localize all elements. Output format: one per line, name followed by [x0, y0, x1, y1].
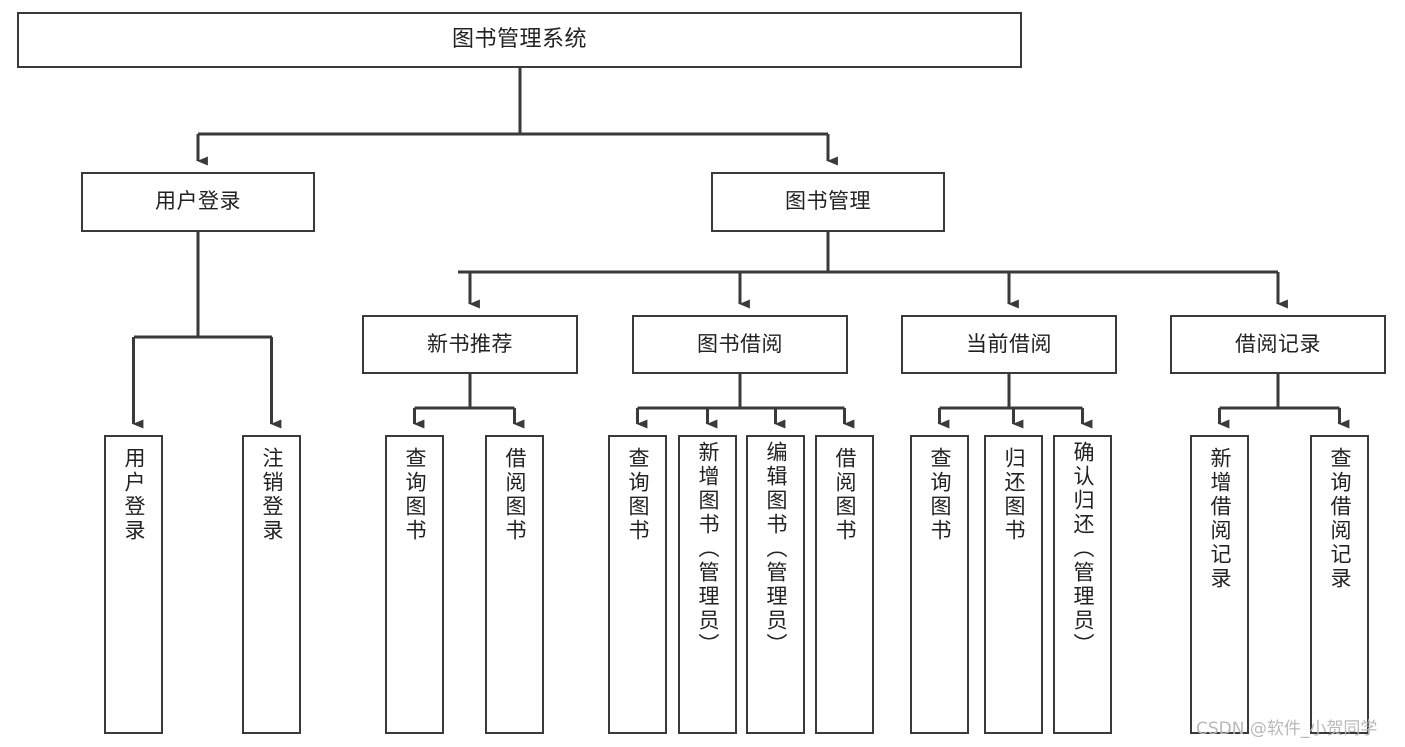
node-book-management[interactable]: 图书管理	[711, 172, 945, 232]
node-user-login[interactable]: 用户登录	[81, 172, 315, 232]
node-leaf-query-book-2-label: 查询图书	[626, 447, 650, 543]
node-leaf-add-borrow-record[interactable]: 新增借阅记录	[1190, 435, 1249, 734]
node-user-login-label: 用户登录	[155, 189, 241, 214]
node-leaf-logout-login-label: 注销登录	[260, 447, 284, 543]
node-leaf-borrow-book-2[interactable]: 借阅图书	[815, 435, 874, 734]
node-leaf-confirm-return-admin[interactable]: 确认归还（管理员）	[1053, 435, 1112, 734]
node-leaf-query-book-1-label: 查询图书	[403, 447, 427, 543]
node-root-label: 图书管理系统	[451, 26, 587, 52]
node-leaf-query-borrow-record[interactable]: 查询借阅记录	[1310, 435, 1369, 734]
node-current-borrow[interactable]: 当前借阅	[901, 315, 1117, 374]
node-book-borrow-label: 图书借阅	[697, 331, 783, 356]
node-current-borrow-label: 当前借阅	[966, 331, 1052, 356]
csdn-watermark: CSDN @软件_小贺同学	[1196, 719, 1378, 739]
node-borrow-records-label: 借阅记录	[1235, 331, 1321, 356]
node-new-book-recommend[interactable]: 新书推荐	[362, 315, 578, 374]
node-leaf-query-book-3[interactable]: 查询图书	[910, 435, 969, 734]
node-leaf-confirm-return-admin-label: 确认归还（管理员）	[1071, 441, 1095, 657]
node-leaf-query-borrow-record-label: 查询借阅记录	[1328, 447, 1352, 591]
node-new-book-recommend-label: 新书推荐	[427, 331, 513, 356]
node-borrow-records[interactable]: 借阅记录	[1170, 315, 1386, 374]
node-leaf-add-borrow-record-label: 新增借阅记录	[1208, 447, 1232, 591]
node-leaf-return-book-label: 归还图书	[1002, 447, 1026, 543]
node-leaf-user-login[interactable]: 用户登录	[104, 435, 163, 734]
node-leaf-borrow-book-2-label: 借阅图书	[833, 447, 857, 543]
node-leaf-user-login-label: 用户登录	[122, 447, 146, 543]
node-leaf-edit-book-admin[interactable]: 编辑图书（管理员）	[746, 435, 805, 734]
node-root[interactable]: 图书管理系统	[17, 12, 1022, 68]
node-leaf-query-book-1[interactable]: 查询图书	[385, 435, 444, 734]
node-leaf-add-book-admin-label: 新增图书（管理员）	[696, 441, 720, 657]
node-leaf-add-book-admin[interactable]: 新增图书（管理员）	[678, 435, 737, 734]
node-book-management-label: 图书管理	[785, 189, 871, 214]
node-leaf-query-book-2[interactable]: 查询图书	[608, 435, 667, 734]
node-leaf-return-book[interactable]: 归还图书	[984, 435, 1043, 734]
node-leaf-borrow-book-1-label: 借阅图书	[503, 447, 527, 543]
node-book-borrow[interactable]: 图书借阅	[632, 315, 848, 374]
node-leaf-logout-login[interactable]: 注销登录	[242, 435, 301, 734]
node-leaf-edit-book-admin-label: 编辑图书（管理员）	[764, 441, 788, 657]
node-leaf-borrow-book-1[interactable]: 借阅图书	[485, 435, 544, 734]
node-leaf-query-book-3-label: 查询图书	[928, 447, 952, 543]
